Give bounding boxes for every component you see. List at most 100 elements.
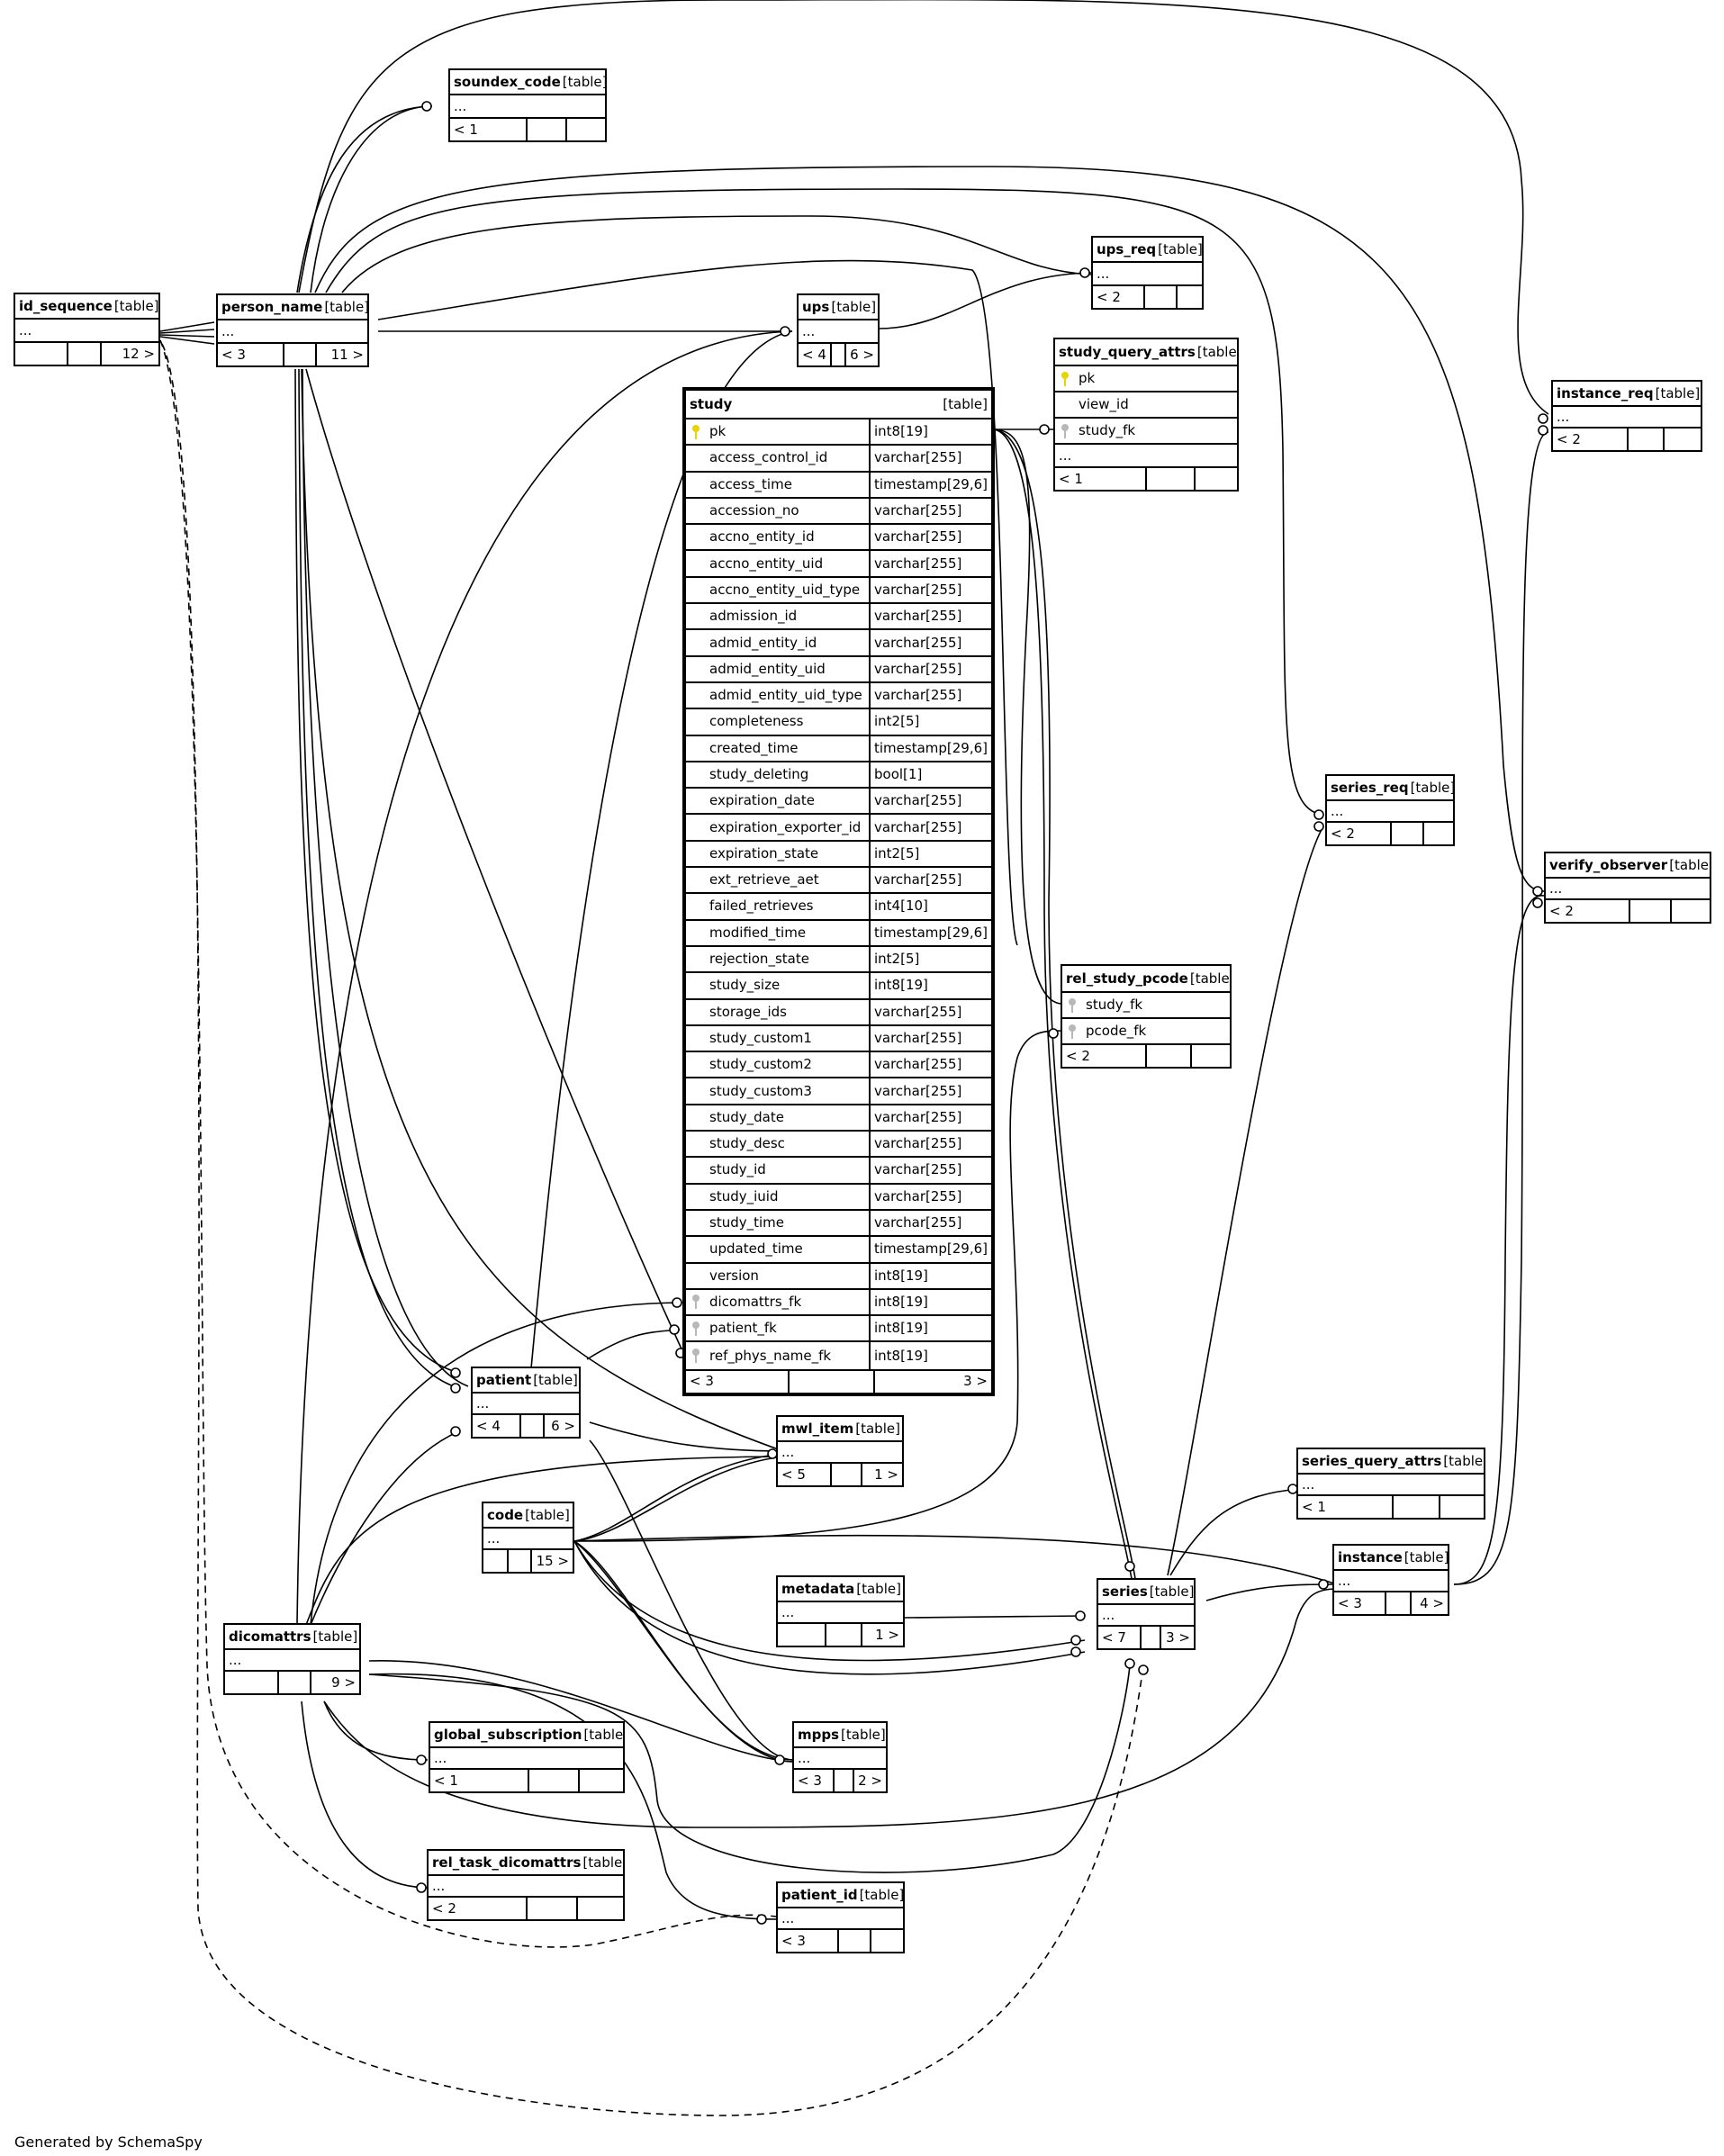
marker-patient-3 xyxy=(450,1426,461,1437)
footer-rows xyxy=(519,1415,543,1437)
collapsed-columns: ... xyxy=(229,1651,242,1668)
table-series-query-attrs[interactable]: series_query_attrs[table] ... < 1 xyxy=(1296,1448,1485,1520)
column-name: accno_entity_uid xyxy=(709,555,824,572)
edge-person-mwl xyxy=(301,368,784,1452)
column-type: varchar[255] xyxy=(869,789,991,814)
edge-code-mpps-2 xyxy=(573,1540,793,1763)
table-series-req[interactable]: series_req[table] ... < 2 xyxy=(1325,774,1455,846)
edge-code-series-2 xyxy=(573,1540,1086,1675)
marker-study-dicom xyxy=(672,1297,682,1308)
edge-instance-verify xyxy=(1453,895,1545,1585)
collapsed-columns: ... xyxy=(487,1529,501,1547)
marker-series-3 xyxy=(1124,1561,1135,1572)
collapsed-columns: ... xyxy=(781,1909,795,1926)
table-type: [table] xyxy=(1189,970,1230,987)
table-id-sequence[interactable]: id_sequence[table] ... 12 > xyxy=(14,293,160,366)
column-name: modified_time xyxy=(709,924,807,941)
footer-children: 1 > xyxy=(861,1464,902,1485)
footer-rows xyxy=(1392,1496,1439,1518)
column-type: int8[19] xyxy=(869,1316,991,1341)
column-type: int8[19] xyxy=(869,1289,991,1315)
column-name: updated_time xyxy=(709,1240,803,1258)
edge-idseq-person-2 xyxy=(159,329,215,334)
marker-patient-1 xyxy=(450,1367,461,1378)
edge-metadata-series xyxy=(904,1615,1086,1619)
footer-rows xyxy=(67,343,100,365)
marker-ups-req xyxy=(1079,267,1090,278)
table-study-query-attrs[interactable]: study_query_attrs[table] pk view_id stud… xyxy=(1053,338,1239,492)
footer-children: 12 > xyxy=(100,343,158,365)
footer-children: 15 > xyxy=(530,1550,573,1572)
table-rel-task-dicomattrs[interactable]: rel_task_dicomattrs[table] ... < 2 xyxy=(427,1849,625,1921)
table-patient-id[interactable]: patient_id[table] ... < 3 xyxy=(776,1881,905,1953)
collapsed-columns: ... xyxy=(781,1443,795,1460)
footer-children: 9 > xyxy=(310,1672,359,1693)
table-global-subscription[interactable]: global_subscription[table] ... < 1 xyxy=(429,1721,625,1793)
table-type: [table] xyxy=(1149,1583,1194,1600)
footer-rows xyxy=(1627,428,1663,450)
column-name: version xyxy=(709,1267,759,1284)
footer-rows xyxy=(526,119,565,140)
table-type: [table] xyxy=(1655,384,1701,401)
column-type: varchar[255] xyxy=(869,815,991,840)
table-ups-req[interactable]: ups_req[table] ... < 2 xyxy=(1091,236,1204,310)
table-rel-study-pcode[interactable]: rel_study_pcode[table] study_fk pcode_fk… xyxy=(1061,964,1232,1069)
footer-parents xyxy=(15,343,67,365)
footer-parents: < 7 xyxy=(1102,1628,1126,1646)
table-metadata[interactable]: metadata[table] ... 1 > xyxy=(776,1575,905,1647)
edge-idseq-person-1 xyxy=(159,321,215,332)
marker-global-sub xyxy=(416,1755,427,1765)
table-code[interactable]: code[table] ... 15 > xyxy=(482,1502,574,1574)
column-type: timestamp[29,6] xyxy=(869,920,991,945)
table-type: [table] xyxy=(1669,856,1710,873)
collapsed-columns: ... xyxy=(1331,802,1344,819)
marker-series-req-2 xyxy=(1313,821,1324,832)
edge-person-instance-req xyxy=(298,0,1549,415)
table-soundex-code[interactable]: soundex_code[table] ... < 1 xyxy=(448,68,607,142)
marker-mpps xyxy=(774,1755,785,1765)
footer-children xyxy=(1422,823,1453,844)
footer-rows xyxy=(788,1370,873,1393)
table-dicomattrs[interactable]: dicomattrs[table] ... 9 > xyxy=(223,1623,361,1695)
marker-instance xyxy=(1318,1579,1329,1590)
table-type: [table] xyxy=(856,1580,901,1597)
footer-children xyxy=(565,119,605,140)
foreign-key-icon xyxy=(1055,423,1075,438)
table-type: [table] xyxy=(1404,1548,1448,1565)
footer-parents: < 5 xyxy=(781,1466,806,1483)
column-name: expiration_date xyxy=(709,792,815,809)
table-name: global_subscription xyxy=(434,1726,582,1743)
study-column-row: patient_fk int8[19] xyxy=(686,1316,991,1343)
footer-parents: < 4 xyxy=(802,346,826,363)
footer-rows xyxy=(507,1550,530,1572)
column-name: access_time xyxy=(709,475,792,492)
table-instance-req[interactable]: instance_req[table] ... < 2 xyxy=(1551,380,1702,452)
table-verify-observer[interactable]: verify_observer[table] ... < 2 xyxy=(1544,852,1711,924)
edge-person-patient-2 xyxy=(298,368,460,1389)
edge-idseq-person-3 xyxy=(159,334,215,338)
table-name: person_name xyxy=(221,298,323,315)
column-name: patient_fk xyxy=(709,1320,777,1337)
footer-parents: < 3 xyxy=(690,1373,714,1390)
edge-patient-ups xyxy=(530,330,793,1369)
study-column-row: modified_time timestamp[29,6] xyxy=(686,920,991,947)
table-name: ups xyxy=(802,298,830,315)
column-name: study_custom3 xyxy=(709,1082,812,1099)
column-type: int2[5] xyxy=(869,709,991,735)
column-type: varchar[255] xyxy=(869,1132,991,1157)
